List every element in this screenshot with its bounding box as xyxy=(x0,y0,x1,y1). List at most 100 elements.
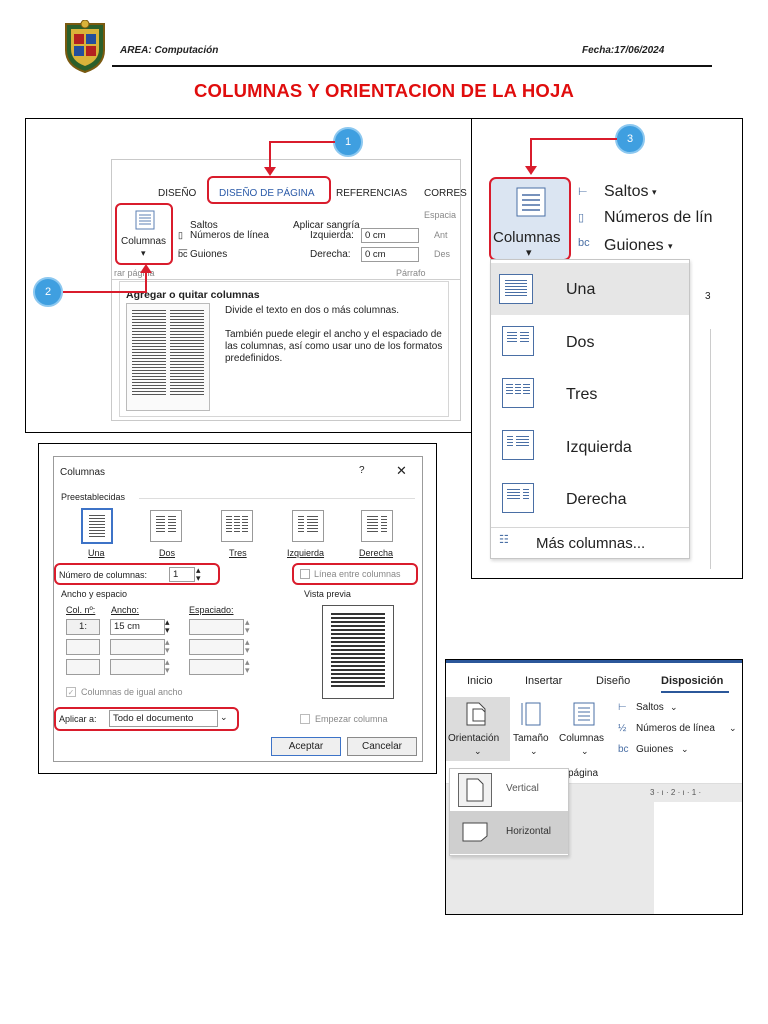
chevron-down-icon: ⌄ xyxy=(530,746,538,756)
page-title: COLUMNAS Y ORIENTACION DE LA HOJA xyxy=(193,80,575,101)
line-between-checkbox[interactable] xyxy=(300,569,310,579)
document-page xyxy=(654,802,742,914)
breaks-button[interactable]: Saltos xyxy=(636,702,664,713)
hyphenation-button[interactable]: Guiones xyxy=(636,744,674,755)
menu-item-dos-icon xyxy=(502,326,534,356)
line-numbers-button[interactable]: Números de línea xyxy=(636,723,715,734)
width-spacing-label: Ancho y espacio xyxy=(61,589,128,599)
num-columns-spinner-icon[interactable]: ▴▾ xyxy=(196,565,201,583)
equal-width-label: Columnas de igual ancho xyxy=(81,687,183,697)
tab-inicio[interactable]: Inicio xyxy=(467,675,493,687)
tab-insertar[interactable]: Insertar xyxy=(525,675,563,687)
breaks-button[interactable]: Saltos xyxy=(604,183,649,200)
preset-una-label: Una xyxy=(88,548,105,558)
chevron-down-icon: ⌄ xyxy=(670,702,678,712)
col-row3-width-input[interactable] xyxy=(110,659,165,675)
saltos-button[interactable]: Saltos xyxy=(190,220,218,231)
preset-dos[interactable] xyxy=(150,510,182,542)
indent-right-input[interactable]: 0 cm xyxy=(361,247,419,262)
indent-left-input[interactable]: 0 cm xyxy=(361,228,419,243)
preview-page xyxy=(322,605,394,699)
orientation-button[interactable]: Orientación ⌄ xyxy=(446,697,510,761)
col-row3-spacing-spinner-icon[interactable]: ▴▾ xyxy=(245,657,250,675)
columns-label: Columnas xyxy=(559,733,605,744)
help-button[interactable]: ? xyxy=(359,465,365,476)
menu-item-una-icon xyxy=(499,274,533,304)
close-icon[interactable]: ✕ xyxy=(396,463,407,478)
size-button[interactable]: Tamaño ⌄ xyxy=(513,697,555,761)
line-numbers-icon: ▯ xyxy=(178,230,183,240)
chevron-down-icon: ⌄ xyxy=(581,746,589,756)
hyphenation-icon: bc xyxy=(578,237,590,249)
preset-derecha[interactable] xyxy=(361,510,393,542)
tab-diseno-de-pagina[interactable]: DISEÑO DE PÁGINA xyxy=(219,188,315,199)
num-columns-label: Número de columnas: xyxy=(59,570,148,580)
line-numbers-icon: ▯ xyxy=(578,212,585,224)
col-row2-width-input[interactable] xyxy=(110,639,165,655)
ribbon-divider xyxy=(112,279,460,280)
highlight-line-between xyxy=(292,563,418,585)
columns-button[interactable]: Columnas ▾ xyxy=(118,206,172,261)
arrow-up-icon xyxy=(140,264,152,273)
menu-item-horizontal-label: Horizontal xyxy=(506,826,552,837)
size-label: Tamaño xyxy=(513,733,549,744)
preset-dos-label: Dos xyxy=(159,548,176,558)
tab-corres[interactable]: CORRES xyxy=(424,188,467,199)
hyphenation-icon: b͞c xyxy=(178,249,188,259)
tooltip-line1: Divide el texto en dos o más columnas. xyxy=(225,305,399,316)
chevron-down-icon: ⌄ xyxy=(681,744,689,754)
columns-button[interactable]: Columnas ⌄ xyxy=(557,697,615,761)
tab-diseno[interactable]: Diseño xyxy=(596,675,631,687)
preset-tres[interactable] xyxy=(221,510,253,542)
landscape-icon xyxy=(462,822,488,847)
col-row2-spacing-input[interactable] xyxy=(189,639,244,655)
col-row2-width-spinner-icon[interactable]: ▴▾ xyxy=(165,637,170,655)
num-columns-input[interactable]: 1 xyxy=(169,567,195,582)
callout-3: 3 xyxy=(615,124,645,154)
hyphenation-button[interactable]: Guiones xyxy=(604,237,664,254)
highlight-tab-diseno-pagina xyxy=(207,176,331,204)
orientation-label: Orientación xyxy=(448,733,500,744)
highlight-apply-to xyxy=(54,707,239,731)
spacing-label: Espacia xyxy=(424,210,457,220)
col-row2-spacing-spinner-icon[interactable]: ▴▾ xyxy=(245,637,250,655)
width-header: Ancho: xyxy=(111,605,140,615)
panel-columns-dialog: Columnas ? ✕ Preestablecidas Una Dos Tre… xyxy=(38,443,437,774)
accept-button[interactable]: Aceptar xyxy=(271,737,341,756)
ruler-number: 3 xyxy=(705,291,711,302)
col-row1-width-input[interactable]: 15 cm xyxy=(110,619,165,635)
tab-diseno[interactable]: DISEÑO xyxy=(158,188,197,199)
more-columns-button[interactable]: Más columnas... xyxy=(536,535,646,552)
preset-izquierda[interactable] xyxy=(292,510,324,542)
col-row3-width-spinner-icon[interactable]: ▴▾ xyxy=(165,657,170,675)
line-numbers-button[interactable]: Números de línea xyxy=(190,230,269,241)
apply-to-select[interactable]: Todo el documento xyxy=(109,710,218,727)
guiones-button[interactable]: Guiones xyxy=(190,249,228,260)
menu-item-izquierda-icon xyxy=(502,430,534,460)
spacing-after-label: Des xyxy=(434,249,451,259)
callout-1-connector-h xyxy=(269,141,335,143)
apply-to-chevron-icon[interactable]: ⌄ xyxy=(220,712,228,722)
col-row1-spacing-input[interactable] xyxy=(189,619,244,635)
columns-big-button[interactable]: Columnas ▾ xyxy=(489,177,571,261)
menu-item-vertical-label: Vertical xyxy=(506,783,539,794)
preset-una[interactable] xyxy=(81,508,113,544)
arrow-down-icon xyxy=(264,167,276,176)
line-numbers-button[interactable]: Números de lín xyxy=(604,209,713,226)
col-row1-width-spinner-icon[interactable]: ▴▾ xyxy=(165,617,170,635)
menu-item-derecha-icon xyxy=(502,483,534,513)
tab-referencias[interactable]: REFERENCIAS xyxy=(336,188,408,199)
header-area: AREA: Computación xyxy=(120,45,219,56)
tab-disposicion[interactable]: Disposición xyxy=(661,675,724,687)
col-row3-spacing-input[interactable] xyxy=(189,659,244,675)
col-n-header: Col. nº: xyxy=(66,605,96,615)
callout-3-connector-h xyxy=(530,138,617,140)
line-between-label: Línea entre columnas xyxy=(314,569,401,579)
menu-item-una-label: Una xyxy=(566,281,596,298)
col-row1-spacing-spinner-icon[interactable]: ▴▾ xyxy=(245,617,250,635)
cancel-button[interactable]: Cancelar xyxy=(347,737,417,756)
equal-width-checkbox[interactable]: ✓ xyxy=(66,687,76,697)
tooltip-title: Agregar o quitar columnas xyxy=(126,289,260,301)
start-column-checkbox[interactable] xyxy=(300,714,310,724)
columns-icon xyxy=(135,210,155,230)
